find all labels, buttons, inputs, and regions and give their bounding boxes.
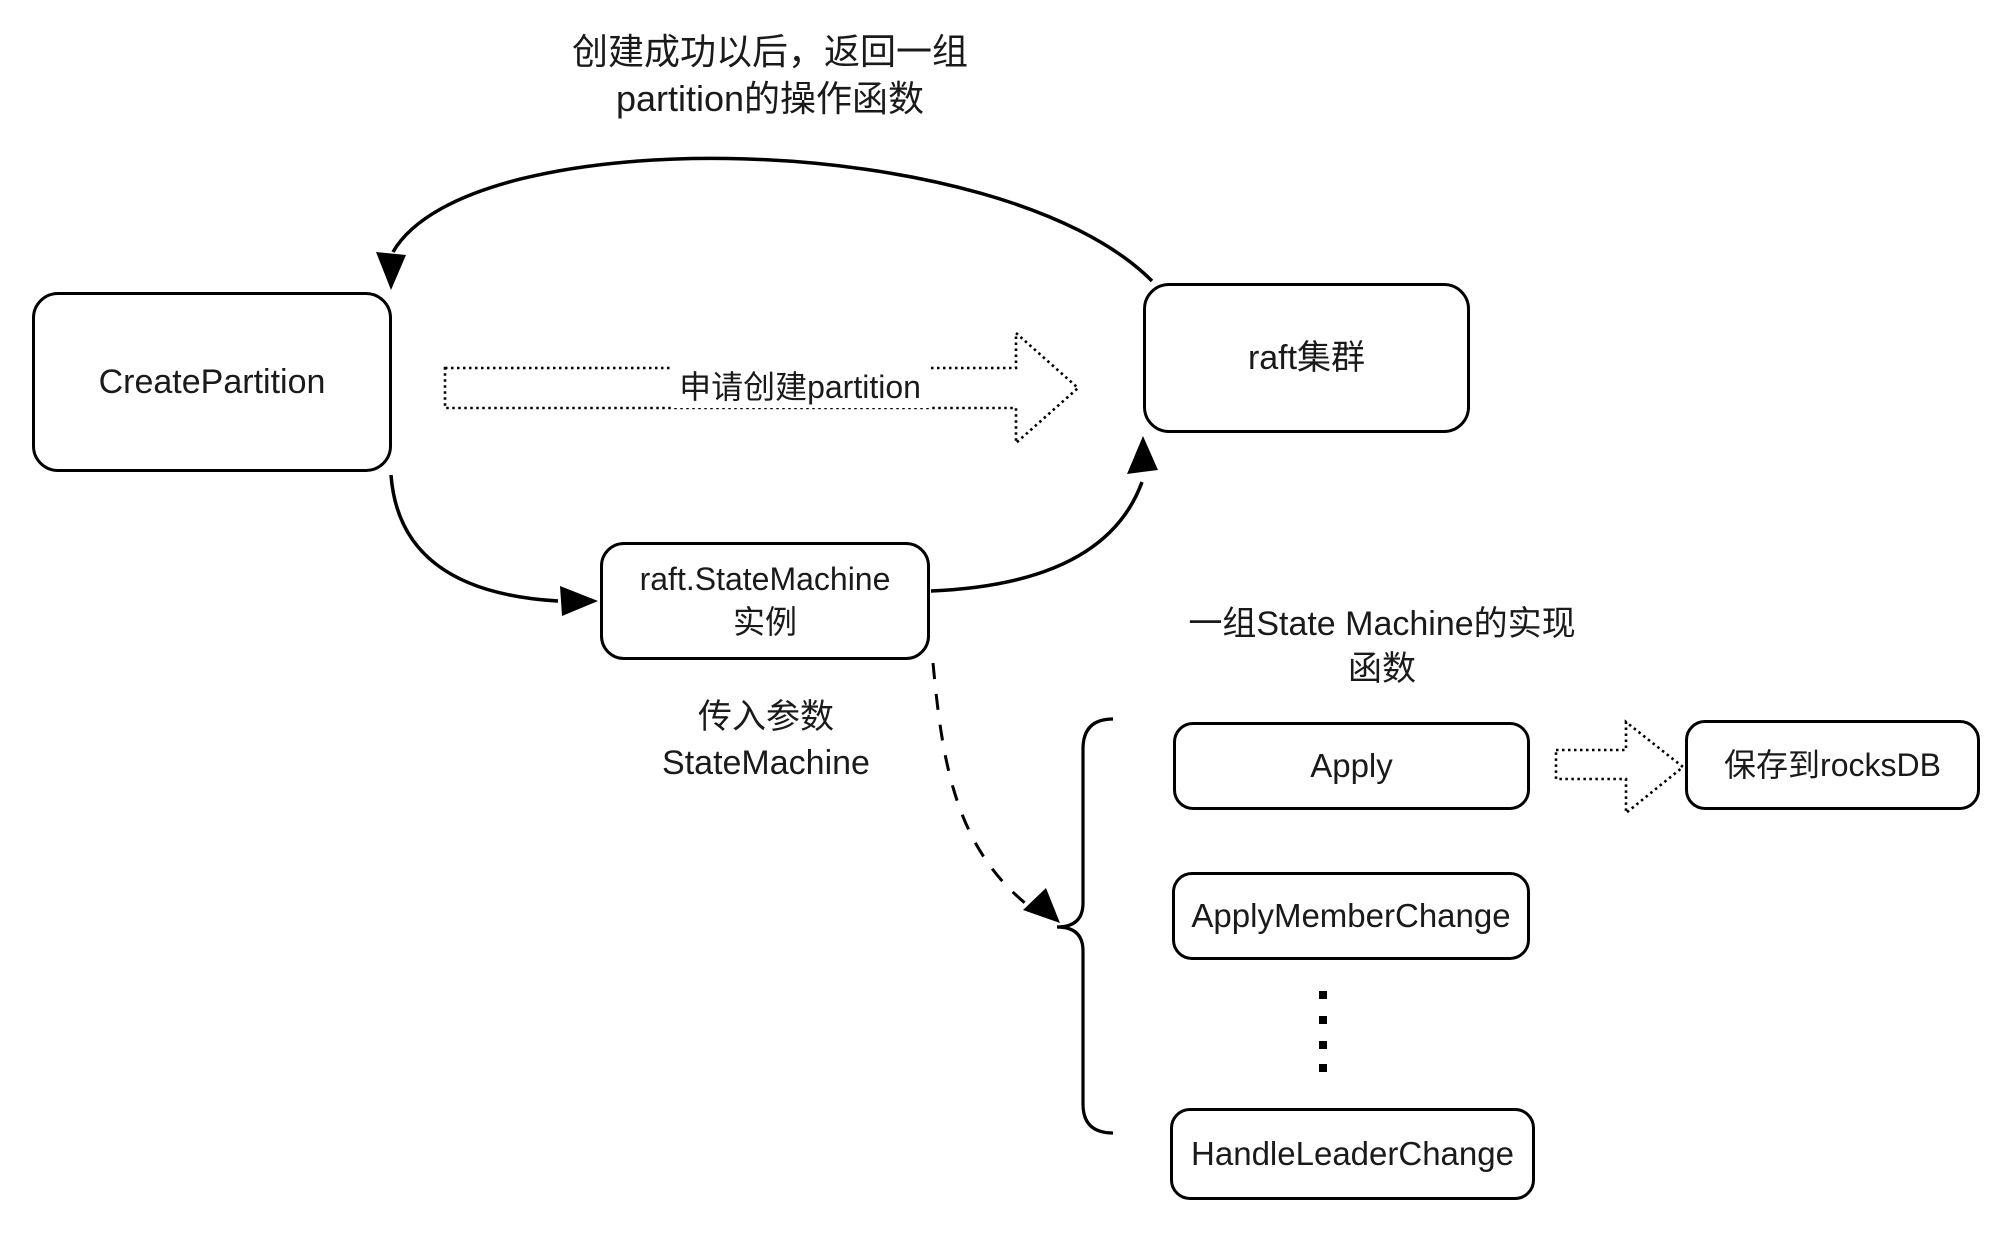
node-apply-member-change-label: ApplyMemberChange	[1191, 897, 1511, 934]
node-create-partition-label: CreatePartition	[98, 363, 326, 401]
node-apply-member-change: ApplyMemberChange	[1172, 872, 1530, 960]
node-handle-leader-change: HandleLeaderChange	[1170, 1108, 1535, 1200]
impl-functions-note-line2: 函数	[1347, 650, 1416, 688]
create-success-note-line2: partition的操作函数	[615, 78, 925, 119]
statemachine-param-dashed-curve	[931, 662, 1026, 905]
request-create-partition-label: 申请创建partition	[671, 366, 929, 408]
node-save-to-rocksdb-label: 保存到rocksDB	[1724, 747, 1941, 783]
statemachine-param-arrow-head	[1023, 888, 1060, 923]
node-statemachine-instance-line1: raft.StateMachine	[639, 561, 891, 597]
create-success-note: 创建成功以后，返回一组 partition的操作函数	[572, 28, 968, 122]
impl-functions-note: 一组State Machine的实现 函数	[1188, 602, 1575, 692]
request-block-arrow	[443, 330, 1080, 446]
node-statemachine-instance-line2: 实例	[732, 604, 797, 640]
create-to-statemachine-arrow-head	[560, 586, 598, 616]
node-handle-leader-change-label: HandleLeaderChange	[1191, 1135, 1514, 1172]
node-raft-cluster: raft集群	[1143, 283, 1470, 433]
pass-param-note-line1: 传入参数	[698, 698, 834, 736]
pass-param-note-line2: StateMachine	[662, 744, 870, 782]
return-arrow-head	[376, 252, 406, 290]
statemachine-to-raft-curve	[930, 481, 1144, 593]
node-save-to-rocksdb: 保存到rocksDB	[1685, 720, 1980, 810]
node-statemachine-instance: raft.StateMachine 实例	[600, 542, 930, 660]
node-raft-cluster-label: raft集群	[1247, 339, 1366, 377]
create-to-statemachine-curve	[389, 474, 559, 603]
node-apply: Apply	[1173, 722, 1530, 810]
vertical-ellipsis-icon	[1319, 991, 1327, 1072]
pass-param-note: 传入参数 StateMachine	[662, 694, 870, 786]
impl-functions-note-line1: 一组State Machine的实现	[1188, 605, 1576, 643]
create-success-note-line1: 创建成功以后，返回一组	[571, 31, 969, 72]
apply-block-arrow	[1554, 719, 1686, 816]
node-create-partition: CreatePartition	[32, 292, 392, 472]
statemachine-to-raft-arrow-head	[1127, 436, 1158, 474]
curly-brace	[1056, 717, 1114, 1135]
return-arrow-curve	[391, 156, 1154, 283]
node-apply-label: Apply	[1310, 747, 1393, 784]
